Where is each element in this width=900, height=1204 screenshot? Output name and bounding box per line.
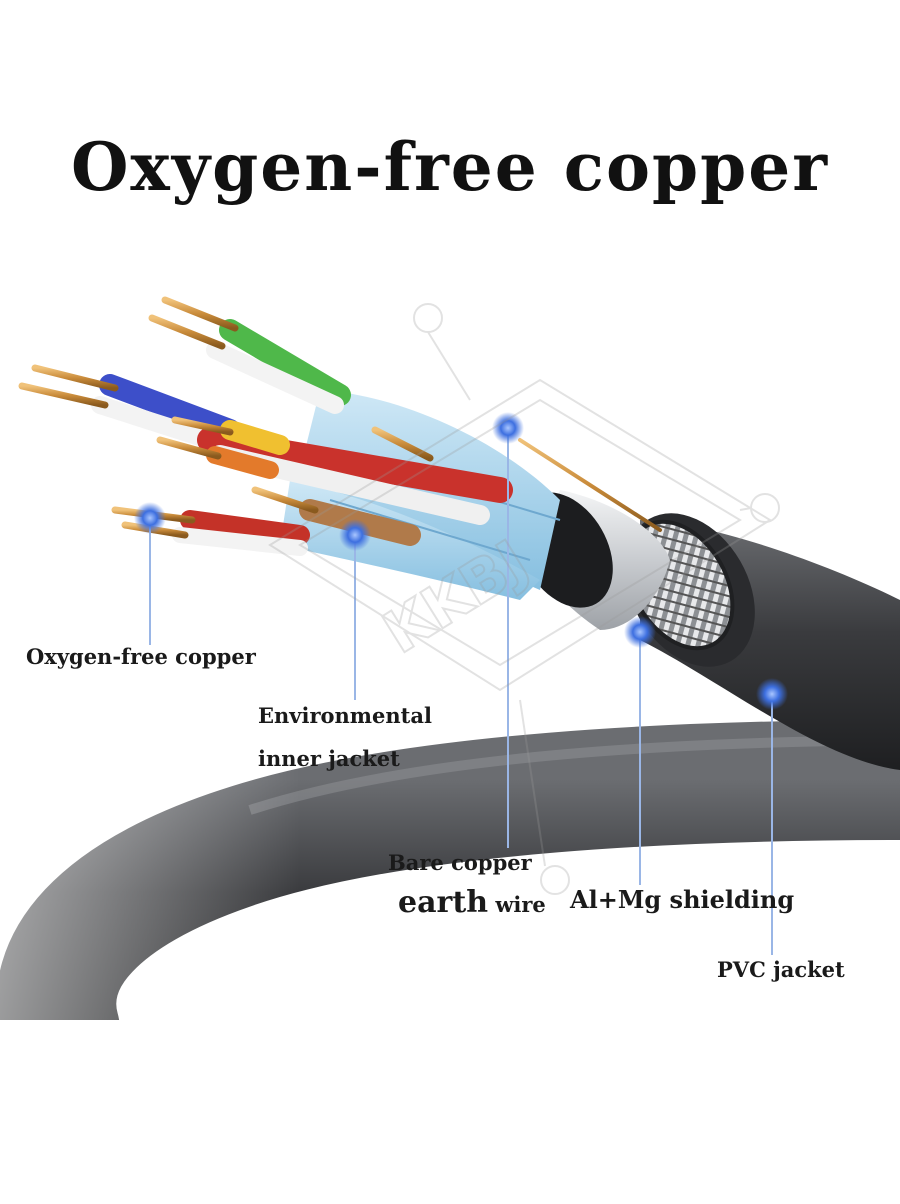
label-earth-wire-line2: earth wire (398, 885, 546, 920)
label-inner-jacket-line1: Environmental (258, 703, 432, 728)
label-wire-word: wire (495, 892, 546, 917)
twisted-wires (91, 319, 513, 556)
label-al-mg-shielding: Al+Mg shielding (570, 885, 795, 914)
marker-dots (134, 412, 788, 710)
label-earth-word: earth (398, 885, 488, 920)
cable-loop (0, 720, 900, 1200)
copper-conductors (18, 296, 662, 539)
label-earth-wire-line1: Bare copper (388, 850, 532, 875)
label-oxygen-free-copper: Oxygen-free copper (26, 644, 256, 669)
label-inner-jacket-line2: inner jacket (258, 746, 400, 771)
page-title: Oxygen-free copper (70, 128, 830, 206)
label-pvc-jacket: PVC jacket (717, 957, 845, 982)
callout-lines (149, 428, 773, 955)
